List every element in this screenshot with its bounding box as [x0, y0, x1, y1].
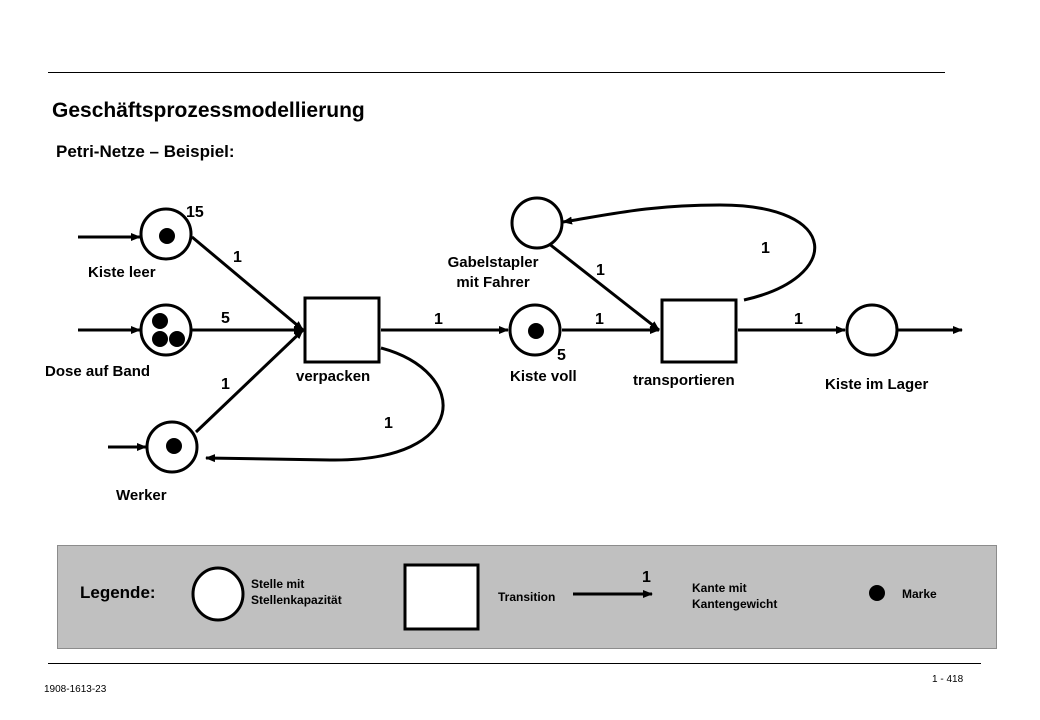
label-kiste-im-lager: Kiste im Lager: [825, 376, 929, 393]
token: [528, 323, 544, 339]
legend-place-line2: Stellenkapazität: [251, 593, 342, 608]
top-divider: [48, 72, 945, 73]
legend-arc-line2: Kantengewicht: [692, 597, 778, 612]
weight-kiste-voll-transportieren: 1: [595, 311, 604, 328]
arc-werker-verpacken: [194, 328, 305, 434]
legend-title: Legende:: [80, 583, 156, 602]
label-kiste-leer: Kiste leer: [88, 264, 156, 281]
capacity-kiste-voll: 5: [557, 347, 566, 364]
legend-place-text: Stelle mit Stellenkapazität: [251, 576, 342, 608]
legend-transition-icon: [403, 563, 480, 631]
label-kiste-voll: Kiste voll: [510, 368, 577, 385]
arc-verpacken-werker: [205, 346, 445, 463]
legend-transition-text: Transition: [498, 590, 556, 604]
capacity-kiste-leer: 15: [186, 204, 204, 221]
page-subtitle: Petri-Netze – Beispiel:: [56, 142, 235, 161]
weight-verpacken-kiste-voll: 1: [434, 311, 443, 328]
place-kiste-im-lager: [845, 303, 899, 357]
weight-kiste-leer-verpacken: 1: [233, 249, 242, 266]
token: [166, 438, 182, 454]
legend-place-line1: Stelle mit: [251, 577, 305, 591]
token: [159, 228, 175, 244]
label-werker: Werker: [116, 487, 167, 504]
arc-kiste-leer-verpacken: [191, 235, 304, 332]
token: [152, 313, 168, 329]
legend-token-text: Marke: [902, 587, 937, 601]
legend-arc-weight: 1: [642, 569, 651, 586]
token: [152, 331, 168, 347]
label-gabelstapler-line1: Gabelstapler: [447, 254, 539, 271]
weight-gabelstapler-transportieren: 1: [596, 262, 605, 279]
page-title: Geschäftsprozessmodellierung: [52, 99, 365, 122]
label-verpacken: verpacken: [296, 368, 371, 385]
legend-arc-line1: Kante mit: [692, 581, 747, 595]
footer-document-id: 1908-1613-23: [44, 684, 107, 695]
legend-arc-text: Kante mit Kantengewicht: [692, 580, 777, 612]
weight-transportieren-gabelstapler: 1: [761, 240, 770, 257]
weight-verpacken-werker: 1: [384, 415, 393, 432]
legend-place-icon: [191, 566, 245, 622]
label-dose-auf-band: Dose auf Band: [45, 363, 151, 380]
bottom-divider: [48, 663, 981, 664]
arc-gabelstapler-transportieren: [547, 241, 660, 332]
label-gabelstapler-line2: mit Fahrer: [456, 274, 530, 291]
footer-page-number: 1 - 418: [932, 674, 964, 685]
weight-transportieren-lager: 1: [794, 311, 803, 328]
capacity-dose-auf-band: 5: [221, 310, 230, 327]
weight-werker-verpacken: 1: [221, 376, 230, 393]
token: [169, 331, 185, 347]
place-gabelstapler: [510, 196, 564, 250]
transition-verpacken: [303, 296, 381, 364]
arc-transportieren-gabelstapler: [562, 203, 816, 302]
label-gabelstapler: Gabelstapler mit Fahrer: [448, 254, 539, 292]
legend-token-icon: [869, 585, 885, 601]
transition-transportieren: [660, 298, 738, 364]
label-transportieren: transportieren: [633, 372, 735, 389]
